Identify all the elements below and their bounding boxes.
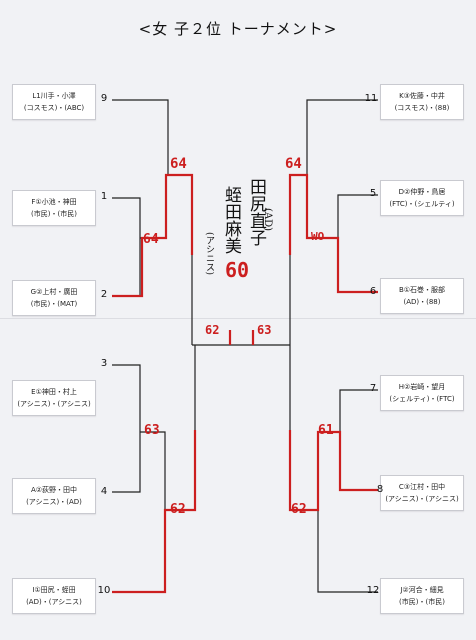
team-card-b1: B①石巻・服部 (AD)・(88) (380, 278, 464, 314)
team-card-l1: L1川手・小澤 (コスモス)・(ABC) (12, 84, 96, 120)
champion-club-2: (アシニス) (204, 232, 214, 276)
team-names: C③江村・田中 (398, 483, 446, 491)
seed-number: 7 (369, 383, 377, 394)
win-path-final (228, 330, 255, 345)
team-clubs: (AD)・(88) (403, 298, 441, 306)
team-clubs: (コスモス)・(ABC) (23, 104, 85, 112)
seed-number: 3 (100, 358, 108, 369)
team-card-d2: D②仲野・鳥居 (FTC)・(シェルティ) (380, 180, 464, 216)
right-bottom-bracket (289, 345, 378, 593)
team-names: K③佐藤・中井 (399, 92, 445, 100)
team-clubs: (アシニス)・(アシニス) (385, 495, 459, 503)
right-top-bracket (289, 99, 378, 345)
seed-number: 8 (376, 484, 384, 495)
champion-name-1: 田尻直子 (246, 178, 266, 246)
seed-number: 5 (369, 188, 377, 199)
score-left-top-qf: 64 (143, 232, 159, 247)
team-card-f1: F①小池・神田 (市民)・(市民) (12, 190, 96, 226)
score-left-bottom-qf: 63 (144, 423, 160, 438)
team-names: H②岩崎・望月 (398, 383, 446, 391)
champion-name-2: 蛭田麻美 (221, 186, 241, 254)
team-names: I①田尻・蛭田 (32, 586, 76, 594)
team-clubs: (アシニス)・(AD) (26, 498, 82, 506)
team-clubs: (コスモス)・(88) (394, 104, 450, 112)
team-names: L1川手・小澤 (32, 92, 76, 100)
team-names: G②上村・廣田 (30, 288, 78, 296)
seed-number: 2 (100, 289, 108, 300)
team-clubs: (AD)・(アシニス) (26, 598, 82, 606)
team-clubs: (アシニス)・(アシニス) (17, 400, 91, 408)
team-names: A②荻野・田中 (30, 486, 78, 494)
team-clubs: (市民)・(市民) (31, 210, 77, 218)
team-clubs: (FTC)・(シェルティ) (389, 200, 455, 208)
score-right-bottom-semi: 62 (291, 502, 307, 517)
score-final-result: 60 (225, 258, 250, 282)
win-path-right-top (288, 173, 378, 294)
champion-club-1: (AD) (262, 208, 273, 232)
score-right-top-semi: 64 (285, 156, 302, 172)
score-left-bottom-semi: 62 (170, 502, 186, 517)
seed-number: 9 (100, 93, 108, 104)
seed-number: 12 (366, 585, 380, 596)
left-top-bracket (112, 99, 193, 345)
team-names: F①小池・神田 (31, 198, 77, 206)
seed-number: 1 (100, 191, 108, 202)
team-names: B①石巻・服部 (398, 286, 446, 294)
page-title: <女 子２位 トーナメント> (138, 20, 338, 38)
seed-number: 10 (97, 585, 111, 596)
team-names: E①神田・村上 (31, 388, 77, 396)
score-left-top-semi: 64 (170, 156, 187, 172)
team-names: J②河合・細見 (400, 586, 444, 594)
seed-number: 11 (364, 93, 378, 104)
left-bottom-bracket (112, 345, 196, 593)
score-right-top-qf: WO (311, 230, 325, 243)
win-path-left-bottom (112, 430, 197, 594)
team-card-g2: G②上村・廣田 (市民)・(MAT) (12, 280, 96, 316)
seed-number: 4 (100, 486, 108, 497)
score-final-right: 63 (257, 323, 272, 337)
team-names: D②仲野・鳥居 (398, 188, 446, 196)
score-right-bottom-qf: 61 (318, 423, 334, 438)
paper-seam (0, 318, 476, 319)
win-path-right-bottom (288, 430, 378, 512)
team-card-j2: J②河合・細見 (市民)・(市民) (380, 578, 464, 614)
win-path-left-top (112, 173, 194, 298)
score-final-left: 62 (205, 323, 220, 337)
team-clubs: (市民)・(市民) (399, 598, 445, 606)
team-card-k3: K③佐藤・中井 (コスモス)・(88) (380, 84, 464, 120)
seed-number: 6 (369, 286, 377, 297)
team-card-c3: C③江村・田中 (アシニス)・(アシニス) (380, 475, 464, 511)
team-card-e1: E①神田・村上 (アシニス)・(アシニス) (12, 380, 96, 416)
team-clubs: (市民)・(MAT) (30, 300, 78, 308)
team-card-a2: A②荻野・田中 (アシニス)・(AD) (12, 478, 96, 514)
team-card-i1: I①田尻・蛭田 (AD)・(アシニス) (12, 578, 96, 614)
team-clubs: (シェルティ)・(FTC) (389, 395, 455, 403)
team-card-h2: H②岩崎・望月 (シェルティ)・(FTC) (380, 375, 464, 411)
